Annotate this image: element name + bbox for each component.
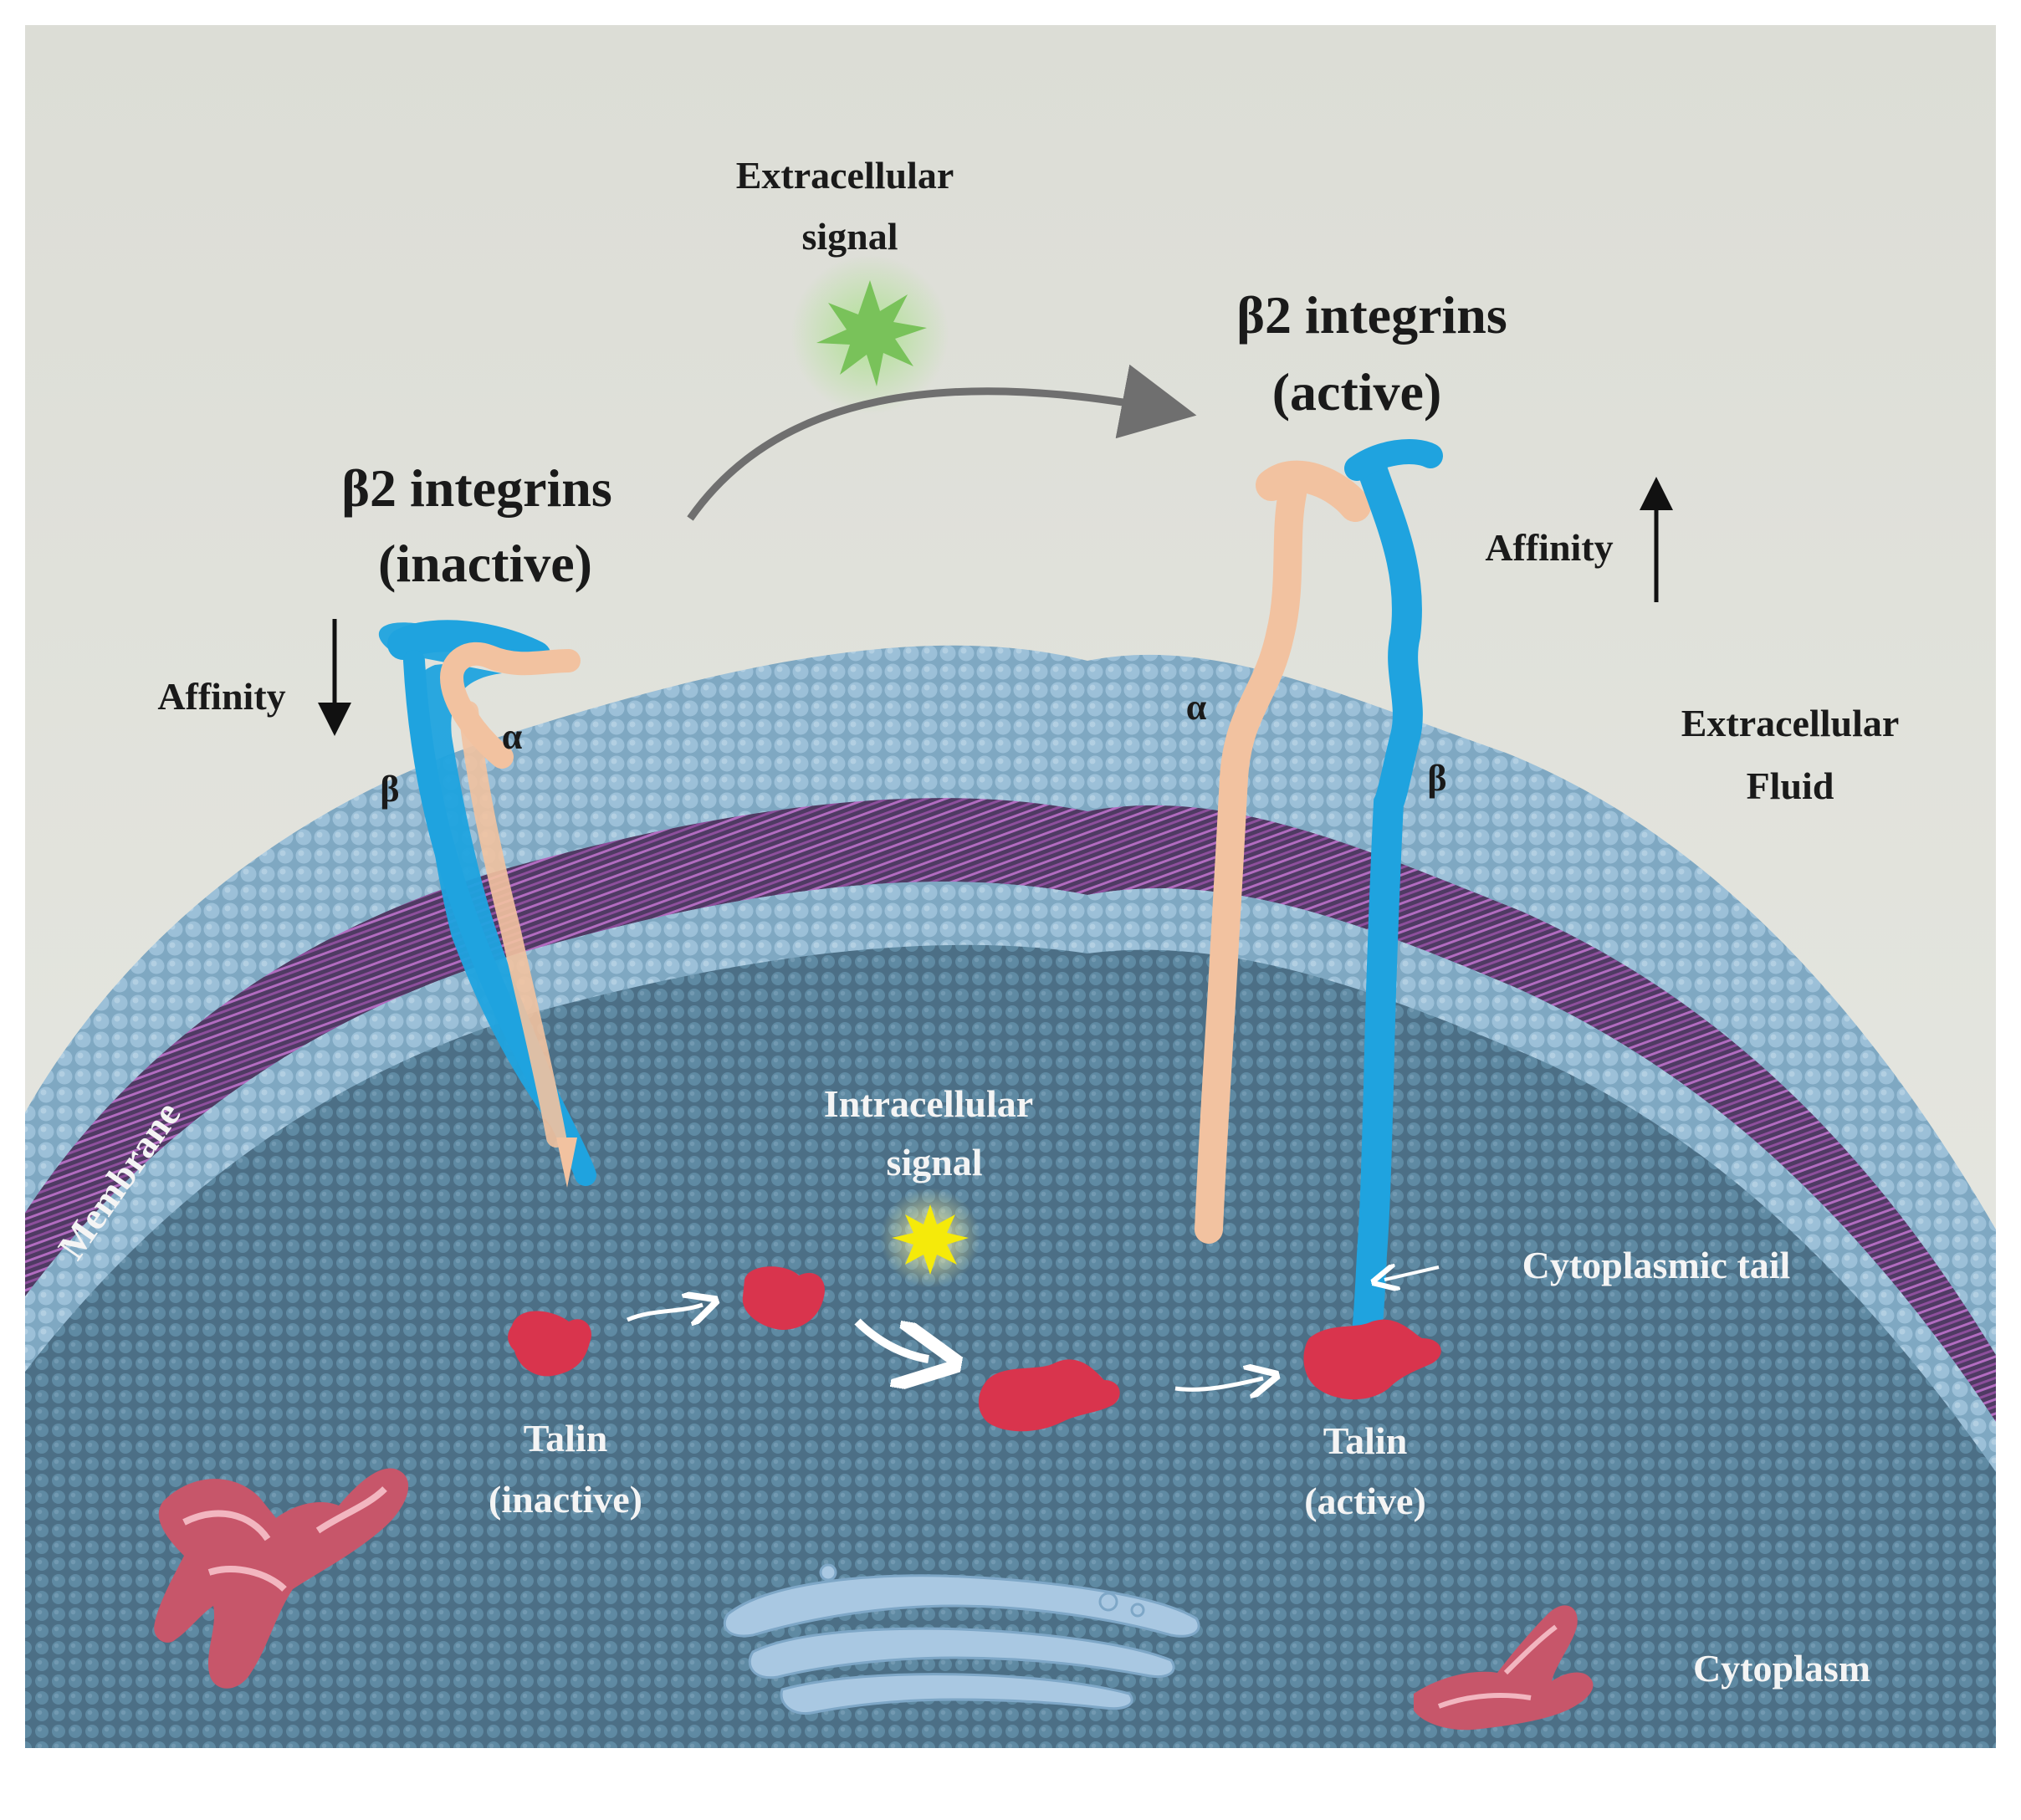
- alpha-active-label: α: [1186, 687, 1207, 728]
- talin-inactive-label-line1: Talin: [524, 1417, 608, 1460]
- talin-flow-arrow-2: [854, 1318, 929, 1359]
- affinity-up-label: Affinity: [1485, 526, 1613, 569]
- mitochondrion-left-icon: [154, 1468, 409, 1689]
- extracellular-fluid-label-line2: Fluid: [1747, 764, 1834, 807]
- cytoplasmic-tail-pointer: [1384, 1267, 1440, 1280]
- active-alpha-chain: [1195, 479, 1307, 1244]
- intracellular-signal-label-line1: Intracellular: [824, 1082, 1033, 1125]
- talin-inactive-label-line2: (inactive): [489, 1478, 642, 1521]
- talin-intermediate-2-icon: [978, 1359, 1120, 1432]
- extracellular-signal-label-line1: Extracellular: [736, 154, 954, 197]
- intracellular-signal-icon: [892, 1204, 969, 1275]
- golgi-apparatus-icon: [723, 1563, 1200, 1715]
- beta-active-label: β: [1427, 758, 1446, 799]
- activation-arrow: [687, 364, 1197, 521]
- cytoplasmic-tail-label: Cytoplasmic tail: [1522, 1244, 1791, 1286]
- membrane-lipid-tails: [25, 798, 1996, 1422]
- cytoplasm-region: [25, 944, 1996, 1748]
- membrane-inner-leaflet: [25, 882, 1996, 1472]
- extracellular-fluid-label-line1: Extracellular: [1681, 702, 1900, 744]
- talin-active-label-line2: (active): [1304, 1480, 1426, 1522]
- talin-inactive-icon: [508, 1311, 592, 1377]
- talin-active-icon: [1303, 1319, 1441, 1400]
- extracellular-signal-label-line2: signal: [801, 215, 898, 258]
- mitochondrion-right-icon: [1414, 1605, 1594, 1731]
- beta-inactive-label: β: [380, 769, 399, 810]
- talin-flow-arrow-3: [1174, 1378, 1263, 1389]
- talin-flow-arrow-1: [627, 1305, 703, 1320]
- cytoplasm-label: Cytoplasm: [1693, 1647, 1870, 1690]
- extracellular-signal-icon: [816, 280, 927, 386]
- intracellular-signal-label-line2: signal: [886, 1141, 982, 1184]
- talin-active-label-line1: Talin: [1323, 1419, 1408, 1462]
- active-title-line1: β2 integrins: [1236, 285, 1507, 345]
- alpha-inactive-label: α: [502, 716, 523, 757]
- talin-intermediate-1-icon: [742, 1266, 825, 1330]
- active-title-line2: (active): [1272, 362, 1442, 422]
- inactive-title-line2: (inactive): [378, 534, 592, 593]
- affinity-down-label: Affinity: [157, 675, 285, 718]
- active-beta-chain: [1352, 453, 1423, 1345]
- inactive-title-line1: β2 integrins: [341, 458, 612, 518]
